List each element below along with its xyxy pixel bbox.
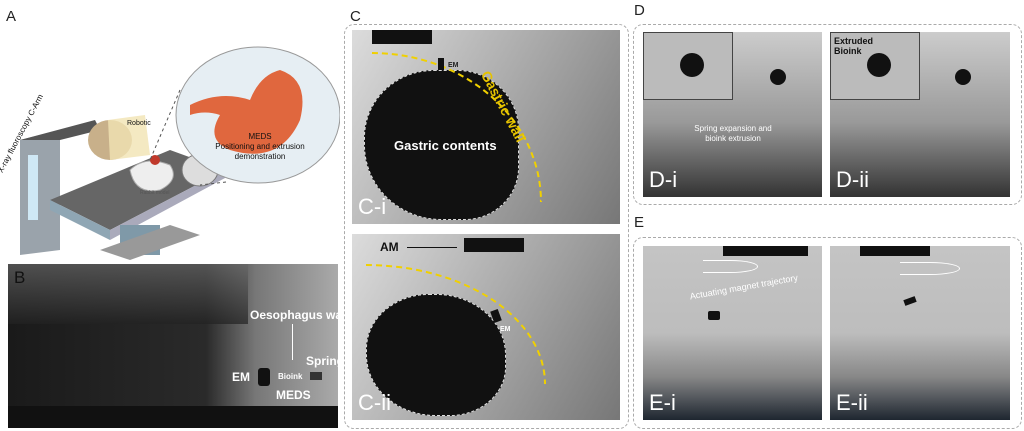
- gastric-wall-line: [366, 264, 546, 384]
- panel-d-i-xray: Spring expansion and bioink extrusion D-…: [643, 32, 822, 197]
- c-i-sublabel: C-i: [358, 194, 387, 219]
- panel-d-ii-xray: Extruded Bioink D-ii: [830, 32, 1010, 197]
- gastric-contents-label: Gastric contents: [394, 138, 497, 153]
- panel-a-illustration: X-ray fluoroscopy C-Arm Robotic Rabbit m…: [0, 20, 341, 260]
- electromagnet: [770, 69, 786, 85]
- e-ii-sublabel: E-ii: [836, 390, 868, 415]
- am-arrow: [407, 247, 457, 248]
- zoom-inset: [643, 32, 733, 100]
- am-label: AM: [380, 240, 399, 254]
- d-ii-sublabel: D-ii: [836, 167, 869, 192]
- em-label: EM: [232, 370, 250, 384]
- wall-arrow: [292, 324, 293, 360]
- panel-d-frame: [633, 24, 1022, 205]
- panel-a-label: A: [6, 8, 17, 25]
- electromagnet: [258, 368, 270, 386]
- trajectory-arrow: [900, 262, 960, 275]
- panel-e-label: E: [634, 214, 645, 231]
- panel-e-i-xray: Actuating magnet trajectory E-i: [643, 246, 822, 420]
- panel-b-xray: B Oesophagus wall Spring EM Bioink MEDS: [8, 264, 338, 428]
- c-ii-sublabel: C-ii: [358, 390, 391, 415]
- trajectory-arrow: [703, 260, 758, 273]
- spring-expansion-annotation: Spring expansion and bioink extrusion: [694, 124, 772, 143]
- electromagnet: [903, 296, 917, 306]
- meds-label: MEDS: [276, 388, 311, 402]
- panel-e-ii-xray: E-ii: [830, 246, 1010, 420]
- d-i-sublabel: D-i: [649, 167, 678, 192]
- panel-c-i-xray: EM Gastric wall Gastric contents C-i: [352, 30, 620, 224]
- oesophagus-wall-label: Oesophagus wall: [250, 308, 338, 322]
- zoom-inset: [830, 32, 920, 100]
- inset-caption-line-1: Positioning and extrusion: [215, 142, 305, 151]
- trajectory-label: Actuating magnet trajectory: [688, 272, 799, 302]
- panel-b-label: B: [14, 268, 26, 287]
- c-i-em-label: EM: [448, 62, 459, 69]
- electromagnet: [438, 58, 444, 70]
- panel-e-frame: [633, 237, 1022, 429]
- panel-c-label: C: [350, 8, 361, 25]
- actuating-magnet: [372, 30, 432, 44]
- inset-caption-line-2: demonstration: [234, 152, 286, 161]
- actuating-magnet: [464, 238, 524, 252]
- e-i-sublabel: E-i: [649, 390, 676, 415]
- electromagnet: [955, 69, 971, 85]
- extruded-bioink-label: Extruded Bioink: [834, 36, 874, 56]
- inset-caption: MEDS Positioning and extrusion demonstra…: [200, 132, 320, 162]
- panel-c-ii-xray: AM EM C-ii: [352, 234, 620, 420]
- inset-title: MEDS: [248, 132, 272, 141]
- bioink-label: Bioink: [278, 372, 303, 381]
- spring-marker: [310, 372, 322, 380]
- spring-label: Spring: [306, 354, 338, 368]
- actuating-magnet: [723, 246, 808, 256]
- animal-label: Rabbit model: [140, 190, 170, 196]
- c-ii-em-label: EM: [500, 326, 511, 333]
- robotic-label: Robotic: [127, 120, 151, 127]
- panel-c-frame: [344, 24, 629, 429]
- fluoroscopy-setup-illustration: [20, 46, 341, 260]
- electromagnet: [708, 311, 720, 320]
- actuating-magnet: [860, 246, 930, 256]
- panel-d-label: D: [634, 2, 645, 19]
